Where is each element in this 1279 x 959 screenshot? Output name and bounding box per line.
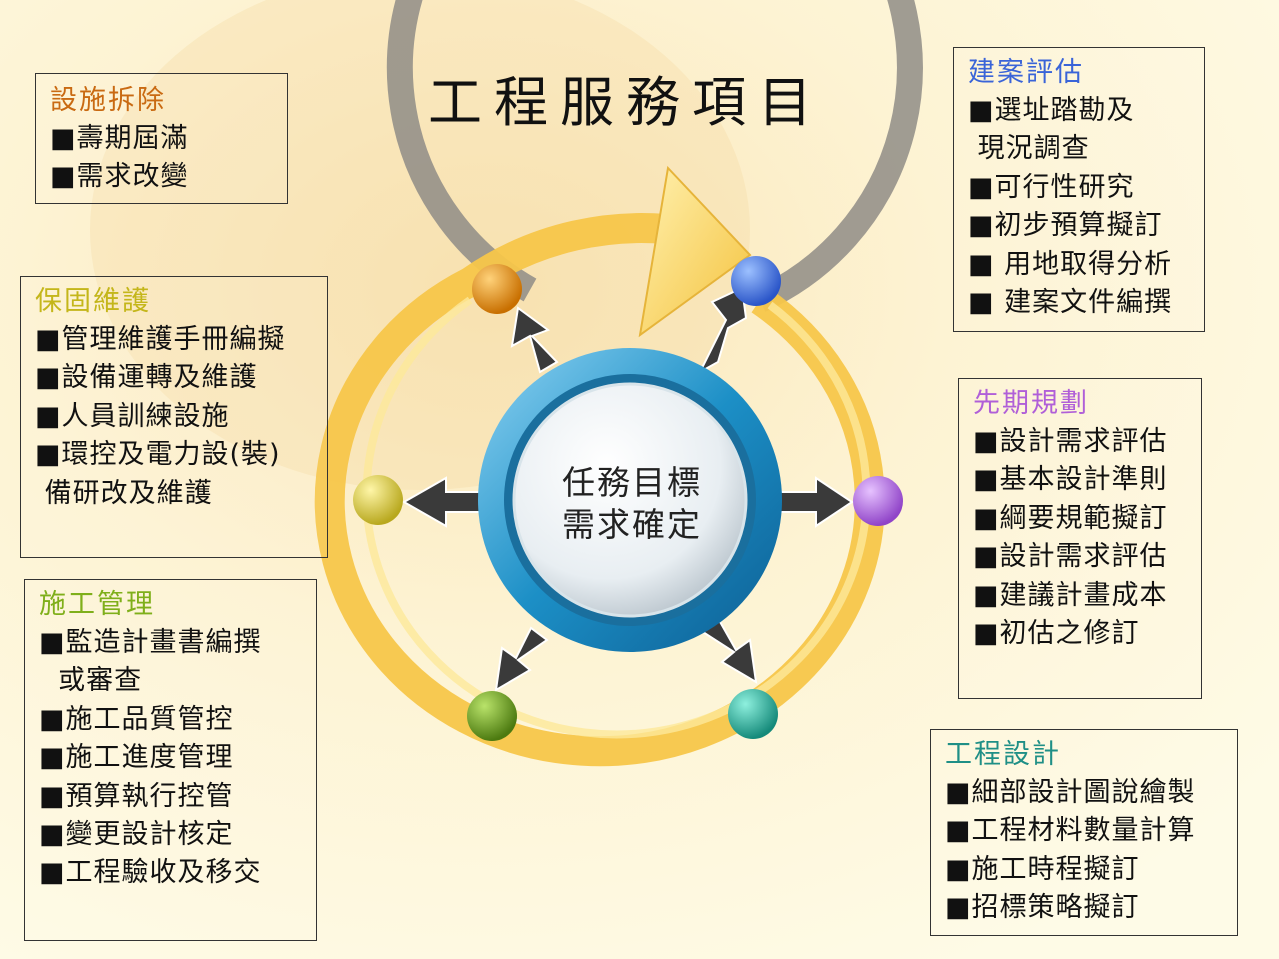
node-yellow <box>353 475 403 525</box>
box-planning-heading: 先期規劃 <box>973 388 1089 419</box>
center-label-line2: 需求確定 <box>562 505 702 544</box>
list-item: ■工程材料數量計算 <box>945 815 1196 847</box>
box-evaluation: 建案評估 ■選址踏勘及 現況調查 ■可行性研究 ■初步預算擬訂 ■ 用地取得分析 ■ 建… <box>953 47 1205 332</box>
list-item: ■建議計畫成本 <box>973 579 1168 611</box>
list-item: ■壽期屆滿 <box>50 123 189 154</box>
list-item: ■變更設計核定 <box>39 819 234 851</box>
list-item: ■監造計畫書編撰 <box>39 627 262 658</box>
list-item: 備研改及維護 <box>35 477 213 509</box>
list-item: ■設備運轉及維護 <box>35 362 258 394</box>
box-construction: 施工管理 ■監造計畫書編撰 或審查 ■施工品質管控 ■施工進度管理 ■預算執行控管 ■變… <box>24 579 317 941</box>
list-item: 或審查 <box>39 665 143 697</box>
box-maintenance-heading: 保固維護 <box>35 286 151 317</box>
box-maintenance: 保固維護 ■管理維護手冊編擬 ■設備運轉及維護 ■人員訓練設施 ■環控及電力設(裝) … <box>20 276 328 558</box>
list-item: ■ 用地取得分析 <box>968 248 1173 280</box>
list-item: ■招標策略擬訂 <box>945 892 1140 924</box>
list-item: 現況調查 <box>968 133 1090 165</box>
list-item: ■細部設計圖說繪製 <box>945 777 1196 808</box>
box-design-heading: 工程設計 <box>945 739 1061 770</box>
node-blue <box>731 256 781 306</box>
center-label: 任務目標 需求確定 <box>532 462 732 546</box>
center-label-line1: 任務目標 <box>562 463 702 502</box>
node-green <box>467 691 517 741</box>
list-item: ■施工進度管理 <box>39 742 234 774</box>
box-evaluation-heading: 建案評估 <box>968 57 1084 88</box>
center-disc <box>512 382 748 618</box>
list-item: ■ 建案文件編撰 <box>968 287 1173 319</box>
list-item: ■需求改變 <box>50 161 189 193</box>
node-orange <box>472 264 522 314</box>
box-construction-heading: 施工管理 <box>39 589 155 620</box>
list-item: ■選址踏勘及 <box>968 95 1135 126</box>
box-design: 工程設計 ■細部設計圖說繪製 ■工程材料數量計算 ■施工時程擬訂 ■招標策略擬訂 <box>930 729 1238 936</box>
box-planning-list: ■設計需求評估 ■基本設計準則 ■綱要規範擬訂 ■設計需求評估 ■建議計畫成本 ■初估之修… <box>973 423 1201 653</box>
list-item: ■施工時程擬訂 <box>945 853 1140 885</box>
list-item: ■設計需求評估 <box>973 426 1168 457</box>
box-demolition-list: ■壽期屆滿 ■需求改變 <box>50 120 287 197</box>
gray-ring <box>386 0 923 312</box>
list-item: ■工程驗收及移交 <box>39 857 262 889</box>
list-item: ■綱要規範擬訂 <box>973 502 1168 534</box>
page-title: 工程服務項目 <box>428 71 824 134</box>
yellow-ring-highlight <box>362 296 871 739</box>
box-evaluation-list: ■選址踏勘及 現況調查 ■可行性研究 ■初步預算擬訂 ■ 用地取得分析 ■ 建案文件編撰 <box>968 92 1204 322</box>
list-item: ■環控及電力設(裝) <box>35 439 281 471</box>
spoke-arrows <box>401 286 854 692</box>
node-purple <box>853 476 903 526</box>
list-item: ■管理維護手冊編擬 <box>35 324 286 355</box>
box-maintenance-list: ■管理維護手冊編擬 ■設備運轉及維護 ■人員訓練設施 ■環控及電力設(裝) 備研改及維… <box>35 321 327 513</box>
list-item: ■設計需求評估 <box>973 541 1168 573</box>
cycle-arrow-head <box>638 165 752 338</box>
node-teal <box>728 689 778 739</box>
list-item: ■可行性研究 <box>968 171 1135 203</box>
box-demolition: 設施拆除 ■壽期屆滿 ■需求改變 <box>35 73 288 204</box>
list-item: ■人員訓練設施 <box>35 400 230 432</box>
list-item: ■施工品質管控 <box>39 703 234 735</box>
list-item: ■預算執行控管 <box>39 780 234 812</box>
box-design-list: ■細部設計圖說繪製 ■工程材料數量計算 ■施工時程擬訂 ■招標策略擬訂 <box>945 774 1237 928</box>
box-demolition-heading: 設施拆除 <box>50 85 166 116</box>
list-item: ■基本設計準則 <box>973 464 1168 496</box>
list-item: ■初估之修訂 <box>973 618 1140 650</box>
list-item: ■初步預算擬訂 <box>968 210 1163 242</box>
box-planning: 先期規劃 ■設計需求評估 ■基本設計準則 ■綱要規範擬訂 ■設計需求評估 ■建議計畫成本… <box>958 378 1202 699</box>
box-construction-list: ■監造計畫書編撰 或審查 ■施工品質管控 ■施工進度管理 ■預算執行控管 ■變更設計核定… <box>39 624 316 893</box>
